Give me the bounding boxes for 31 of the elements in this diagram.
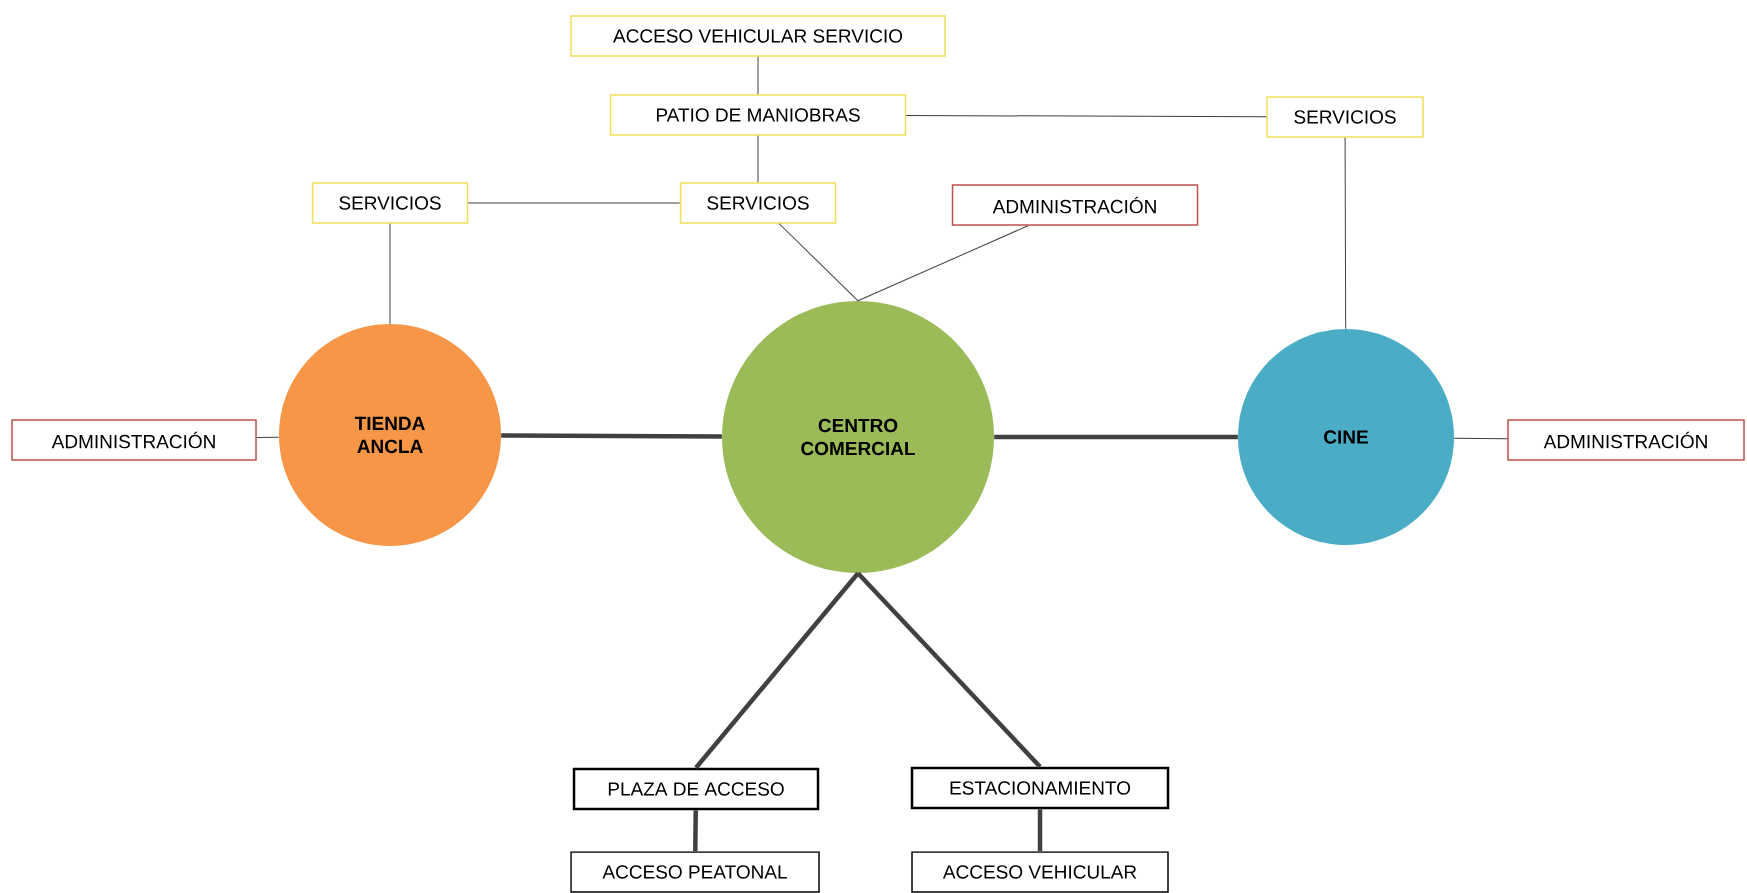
connector-line — [778, 223, 859, 302]
label-box: PATIO DE MANIOBRAS — [609, 94, 907, 136]
connector-line — [994, 434, 1238, 440]
label-box: ACCESO VEHICULAR SERVICIO — [570, 15, 946, 57]
circle-node: TIENDA ANCLA — [279, 324, 501, 546]
circle-node: CINE — [1238, 329, 1454, 545]
connector-line — [1453, 437, 1508, 440]
connector-line — [1037, 809, 1043, 852]
connector-line — [757, 135, 759, 183]
connector-line — [905, 115, 1267, 118]
connector-line — [1344, 137, 1347, 330]
connector-line — [857, 225, 1029, 302]
label-box: SERVICIOS — [311, 182, 469, 224]
connector-line — [501, 433, 722, 439]
label-box: ESTACIONAMIENTO — [910, 766, 1170, 810]
label-box: ACCESO PEATONAL — [570, 851, 820, 893]
label-box: ACCESO VEHICULAR — [911, 851, 1169, 893]
label-box: ADMINISTRACIÓN — [951, 184, 1199, 226]
label-box: SERVICIOS — [1266, 96, 1424, 138]
circle-node: CENTRO COMERCIAL — [722, 301, 994, 573]
label-box: PLAZA DE ACCESO — [572, 767, 820, 811]
connector-line — [389, 223, 391, 325]
connector-line — [757, 56, 759, 95]
connector-line — [467, 202, 681, 204]
label-box: SERVICIOS — [679, 182, 837, 224]
connector-line — [856, 571, 1042, 769]
label-box: ADMINISTRACIÓN — [11, 419, 257, 461]
connector-line — [693, 810, 698, 852]
label-box: ADMINISTRACIÓN — [1507, 419, 1745, 461]
connector-line — [694, 571, 860, 770]
connector-line — [256, 436, 280, 439]
